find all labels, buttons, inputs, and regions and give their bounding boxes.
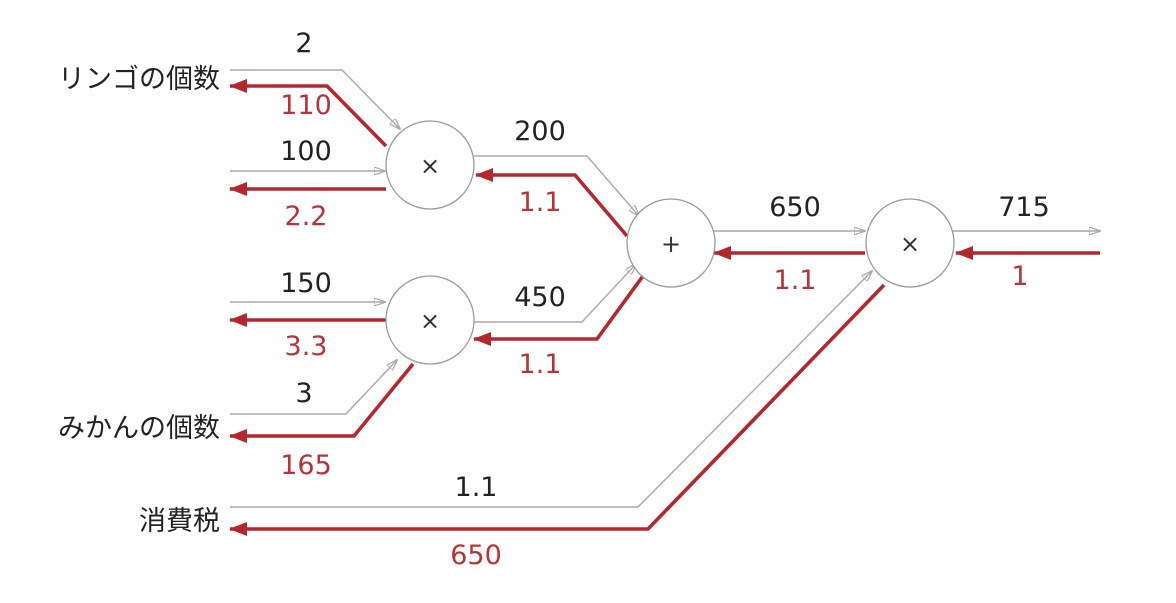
backward-value-tax: 650 bbox=[450, 540, 502, 571]
forward-value-orange-count: 3 bbox=[295, 378, 312, 409]
input-label-tax: 消費税 bbox=[139, 506, 220, 537]
edge-backward-apple-count bbox=[229, 79, 388, 148]
edge-forward-tax bbox=[230, 271, 872, 508]
node-mul-tax: × bbox=[865, 198, 955, 288]
forward-value-apple-count: 2 bbox=[295, 28, 312, 59]
forward-value-apple-total: 200 bbox=[514, 116, 566, 147]
edge-backward-orange-total bbox=[473, 274, 645, 346]
edge-forward-apple-count bbox=[230, 69, 400, 129]
node-add: + bbox=[626, 198, 716, 288]
node-mul-orange: × bbox=[385, 275, 475, 365]
backward-value-orange-total: 1.1 bbox=[519, 349, 562, 380]
edge-backward-orange-count bbox=[229, 362, 415, 443]
backward-value-apple-total: 1.1 bbox=[519, 187, 562, 218]
input-label-orange-count: みかんの個数 bbox=[58, 413, 220, 444]
edge-forward-orange-total bbox=[474, 264, 636, 323]
node-mul-apple-label: × bbox=[420, 152, 440, 180]
backward-value-orange-count: 165 bbox=[280, 450, 332, 481]
backward-value-sum: 1.1 bbox=[774, 265, 817, 296]
edge-forward-orange-count bbox=[230, 360, 397, 415]
forward-value-sum: 650 bbox=[769, 192, 821, 223]
forward-value-orange-price: 150 bbox=[280, 268, 332, 299]
node-mul-tax-label: × bbox=[900, 230, 920, 258]
node-mul-apple: × bbox=[385, 120, 475, 210]
forward-value-apple-price: 100 bbox=[280, 136, 332, 167]
input-label-apple-count: リンゴの個数 bbox=[58, 64, 220, 95]
forward-value-tax: 1.1 bbox=[455, 472, 498, 503]
forward-value-output: 715 bbox=[998, 192, 1050, 223]
forward-value-orange-total: 450 bbox=[514, 282, 566, 313]
backward-value-orange-price: 3.3 bbox=[285, 331, 328, 362]
node-add-label: + bbox=[661, 230, 681, 258]
backward-value-apple-price: 2.2 bbox=[285, 201, 328, 232]
edge-forward-apple-total bbox=[474, 155, 639, 216]
edge-backward-apple-total bbox=[475, 168, 629, 238]
backward-value-output: 1 bbox=[1011, 261, 1028, 292]
node-mul-orange-label: × bbox=[420, 307, 440, 335]
edge-backward-tax bbox=[229, 283, 886, 536]
backward-value-apple-count: 110 bbox=[280, 90, 332, 121]
